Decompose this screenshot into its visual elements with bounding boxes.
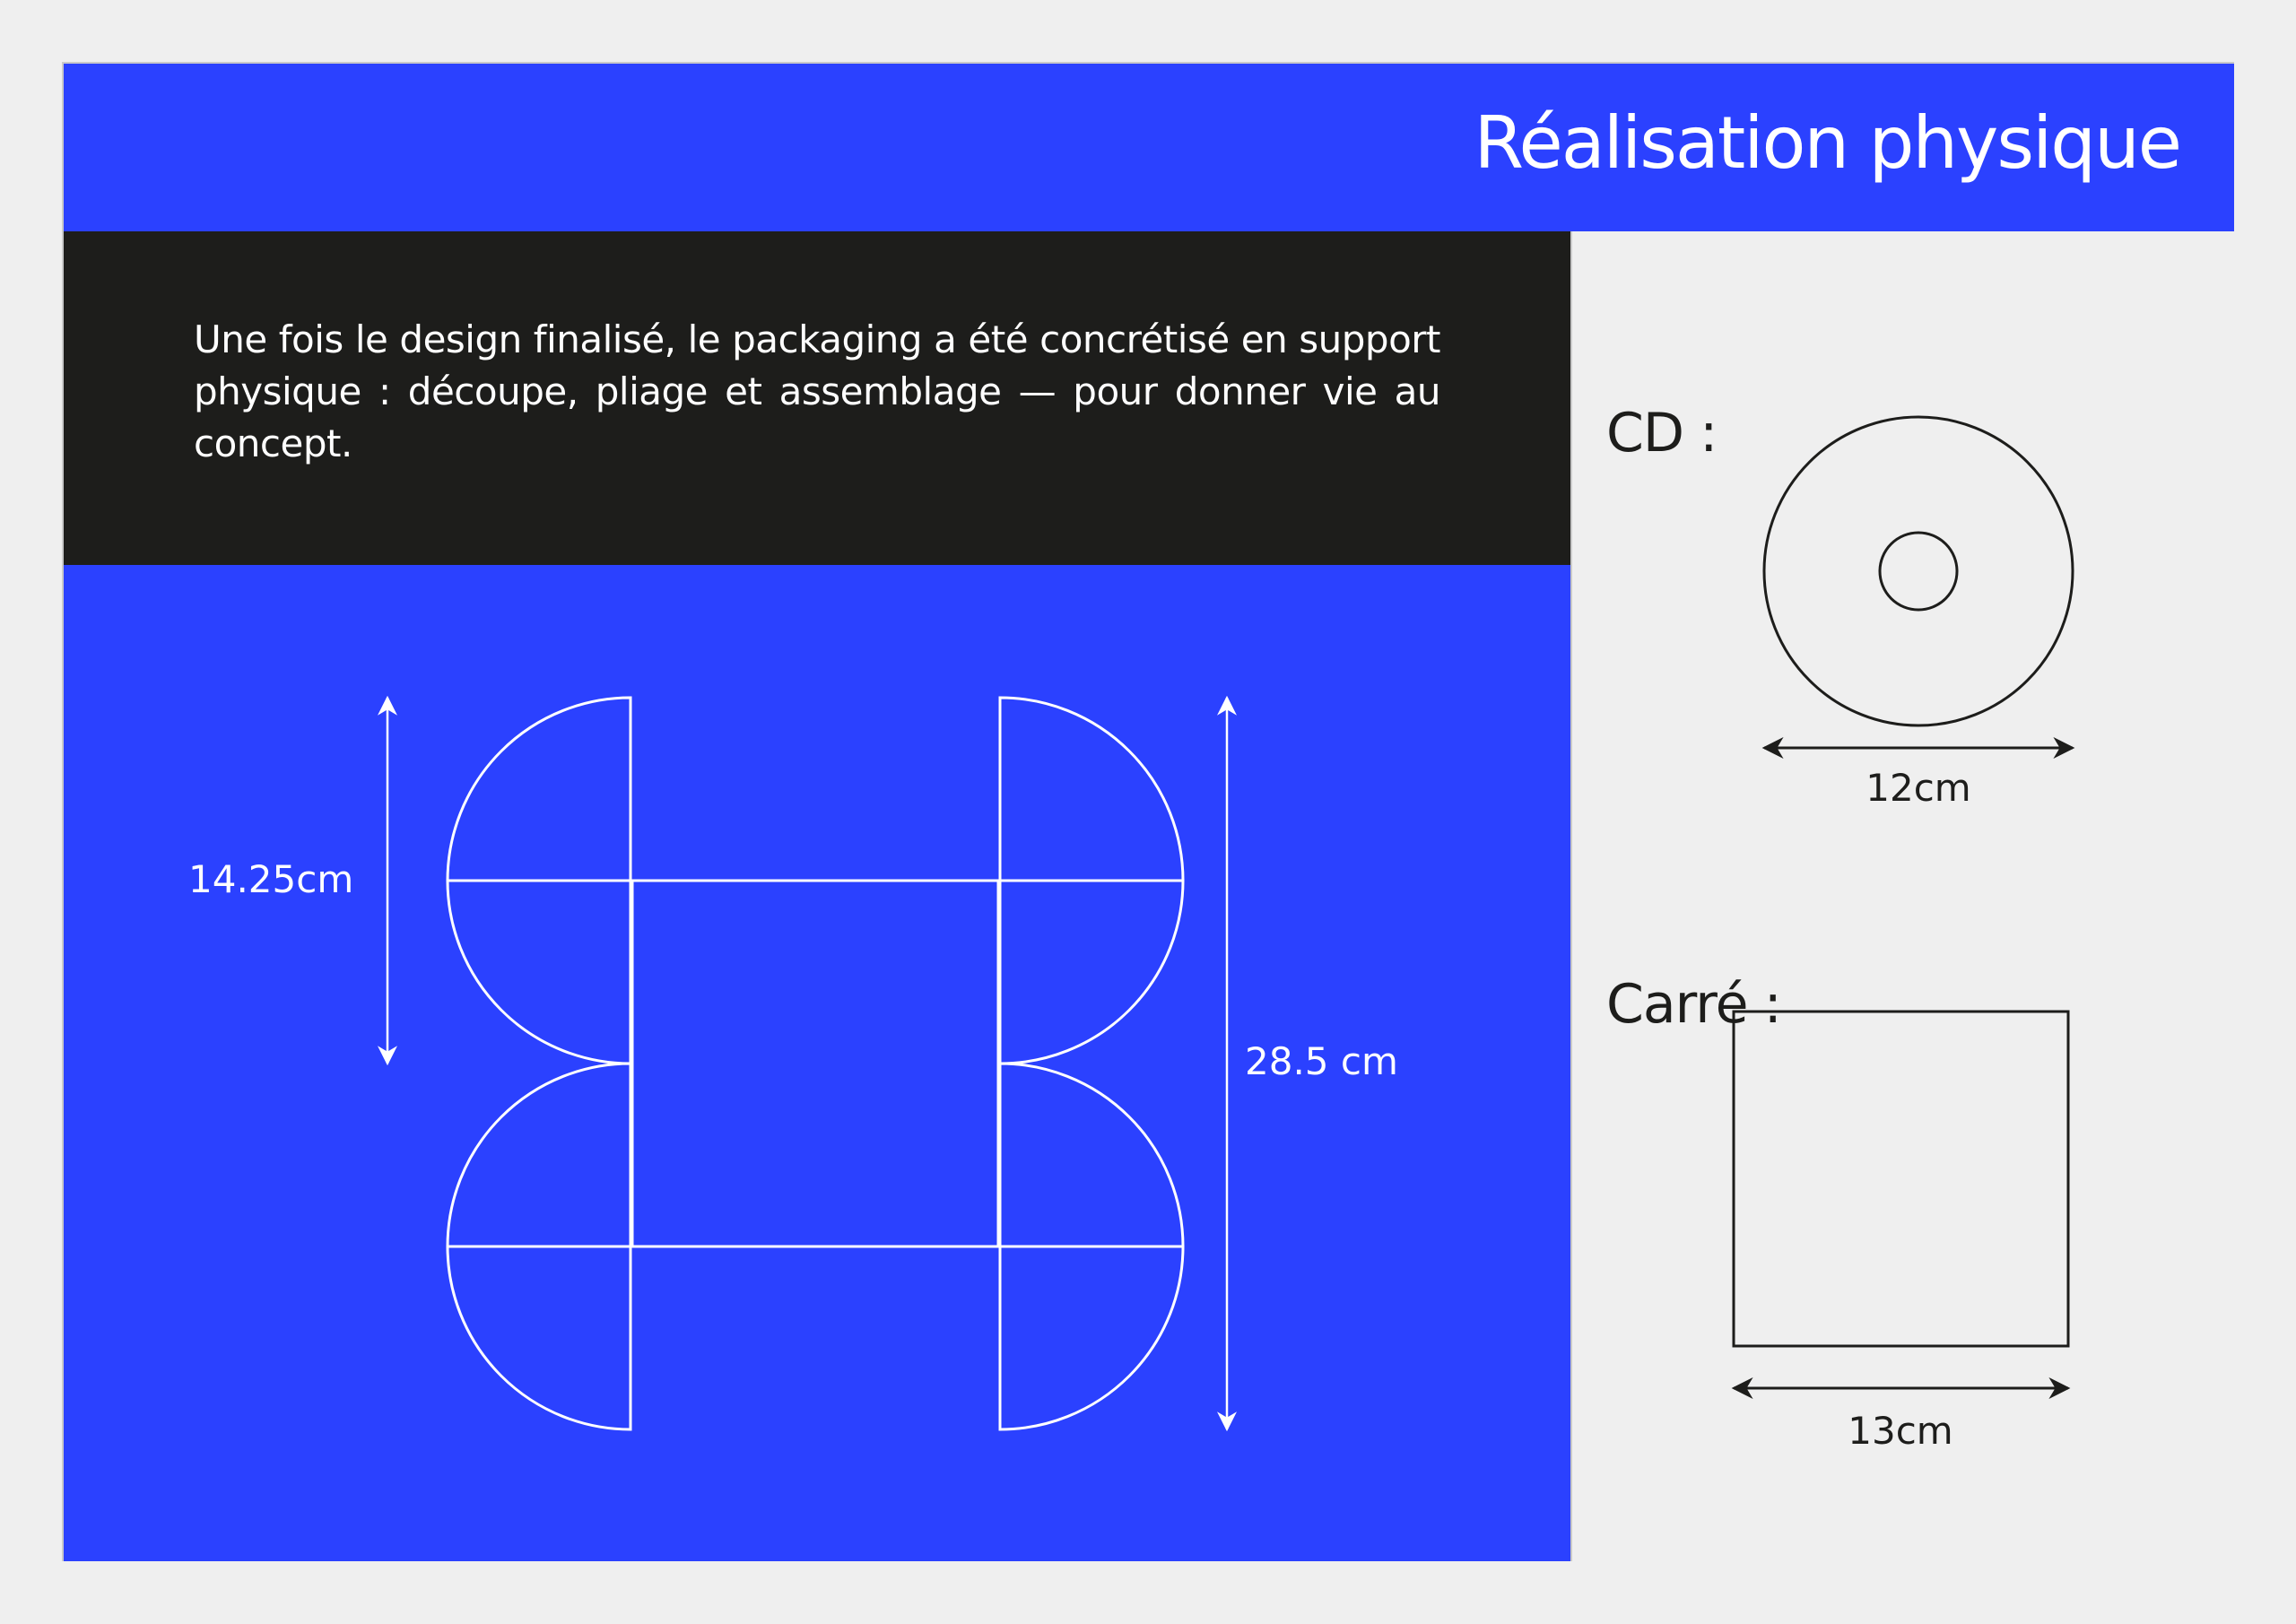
flap-bottom-left-upper [446, 1062, 632, 1248]
flap-top-right-lower [998, 879, 1185, 1065]
page: Réalisation physique Une fois le design … [62, 62, 2234, 1561]
flap-bottom-right-lower [998, 1245, 1185, 1431]
flap-top-left-upper [446, 696, 632, 882]
cd-hole [1878, 531, 1959, 612]
total-height-label: 28.5 cm [1245, 1039, 1398, 1083]
flap-bottom-right-upper [998, 1062, 1185, 1248]
center-panel [631, 879, 1000, 1248]
template-panel [64, 565, 1570, 1561]
page-title: Réalisation physique [1474, 101, 2182, 185]
intro-text: Une fois le design finalisé, le packagin… [194, 317, 1441, 465]
header-bar: Réalisation physique [64, 64, 2234, 231]
cd-label: CD : [1606, 402, 1718, 465]
formats-panel: CD : Carré : [1570, 231, 2234, 1561]
height-label: 14.25cm [188, 857, 353, 901]
cd-disc [1762, 415, 2074, 727]
cd-width-label: 12cm [1866, 766, 1970, 810]
flap-top-left-lower [446, 879, 632, 1065]
packaging-template [446, 696, 1185, 1431]
square-label: Carré : [1606, 973, 1782, 1036]
cd-outer-circle [1762, 415, 2074, 727]
flap-top-right-upper [998, 696, 1185, 882]
intro-panel: Une fois le design finalisé, le packagin… [64, 231, 1570, 565]
square-width-label: 13cm [1848, 1409, 1952, 1453]
flap-bottom-left-lower [446, 1245, 632, 1431]
square-sleeve [1732, 1010, 2070, 1348]
